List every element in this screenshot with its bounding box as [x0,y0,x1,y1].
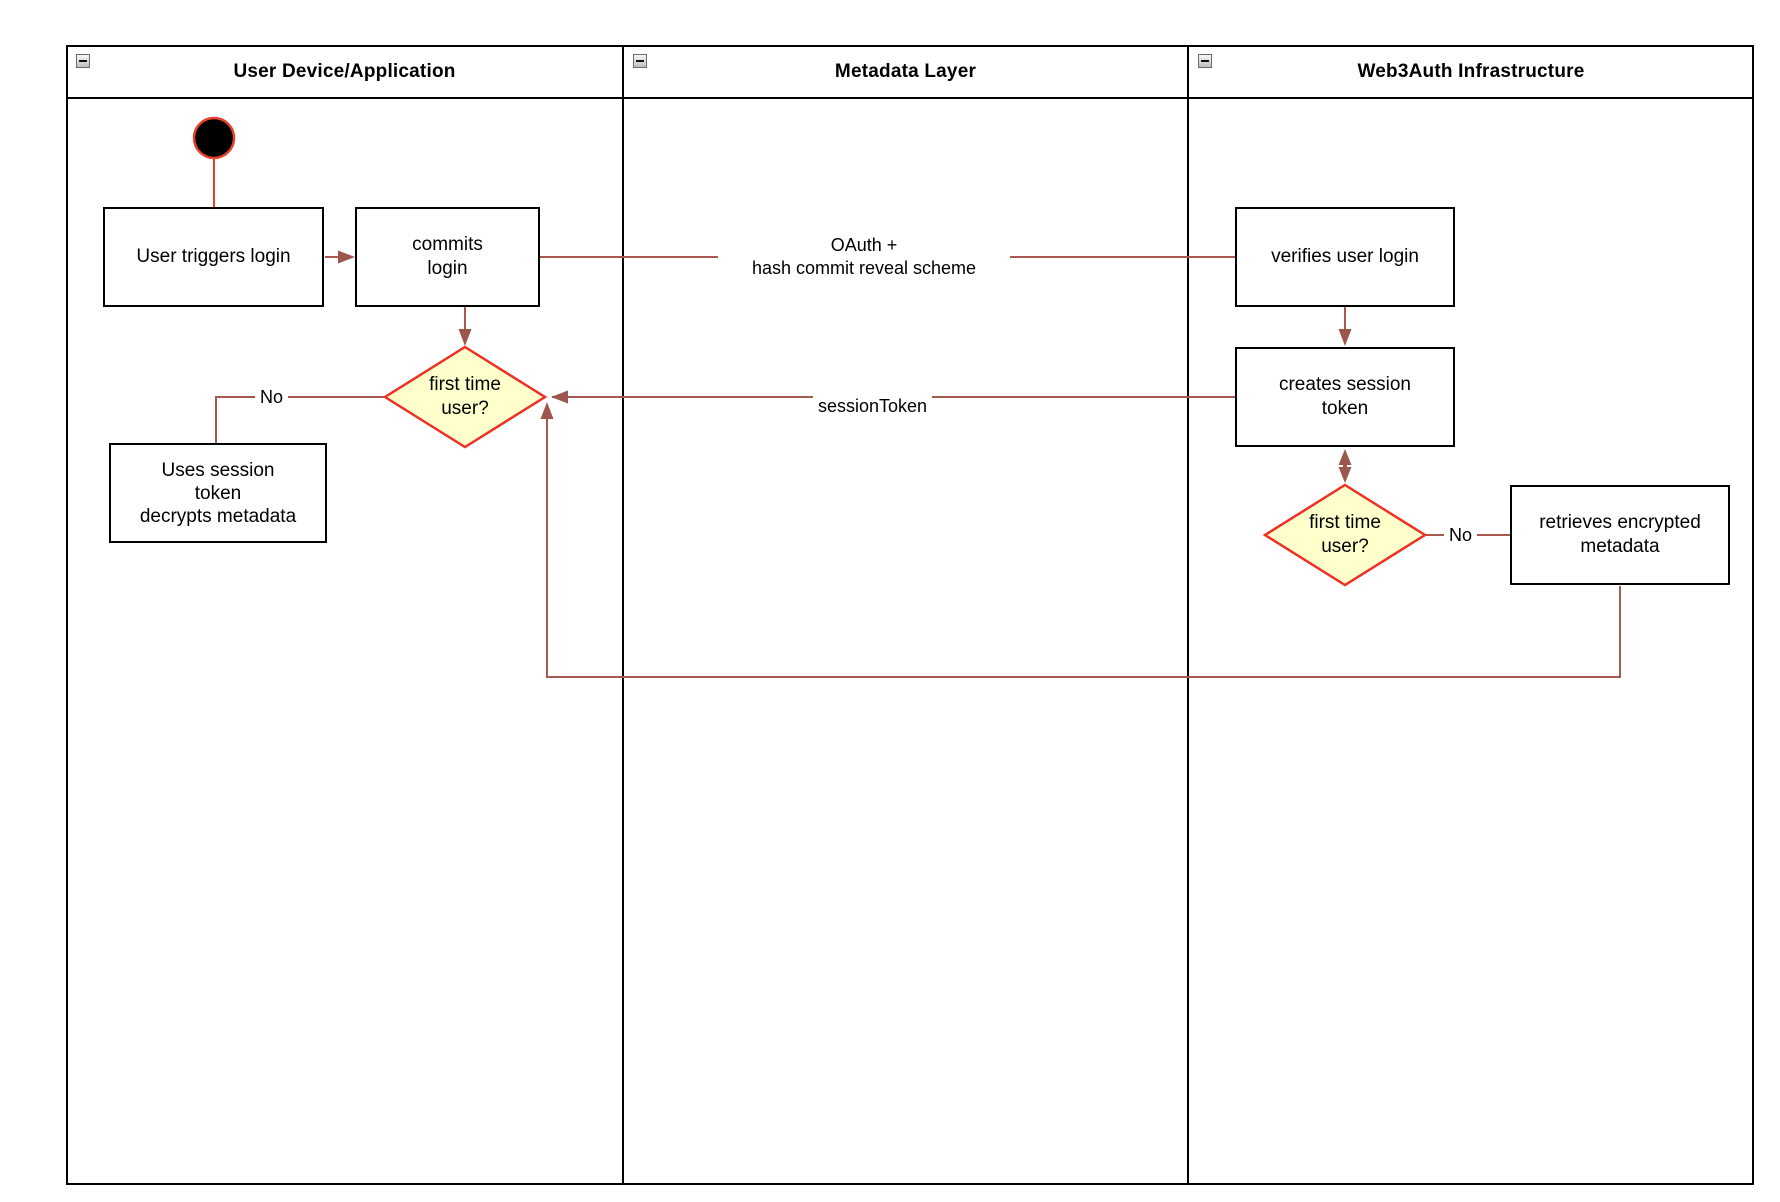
node-uses-session-token[interactable]: Uses session token decrypts metadata [109,443,327,543]
lane-title-web3auth: Web3Auth Infrastructure [1357,61,1585,82]
lane-title-metadata-layer: Metadata Layer [834,61,977,82]
node-user-triggers-login[interactable]: User triggers login [103,207,324,307]
lane-header-separator [66,97,1754,99]
edge-label-no-1: No [255,384,289,410]
collapse-minus-icon[interactable] [1198,54,1212,68]
collapse-minus-icon[interactable] [76,54,90,68]
decision-label-first-time-user-1: first time user? [429,374,501,419]
lane-boundary-2 [1187,45,1189,1185]
minus-glyph [1201,60,1209,62]
node-retrieves-encrypted-metadata[interactable]: retrieves encrypted metadata [1510,485,1730,585]
arrowhead-up-icon [540,402,554,419]
start-node[interactable] [192,116,236,160]
decision-label-first-time-user-2: first time user? [1309,512,1381,557]
arrowhead-up-icon [1338,449,1352,465]
arrowhead-left-icon [551,390,568,404]
edge-label-oauth: OAuth + hash commit reveal scheme [718,234,1010,280]
swimlane-frame [66,45,1754,1185]
edge-loop-return [546,405,1621,678]
edge-label-no-2: No [1444,522,1478,548]
node-commits-login[interactable]: commits login [355,207,540,307]
arrowhead-down-icon [1338,329,1352,346]
node-verifies-user-login[interactable]: verifies user login [1235,207,1455,307]
arrowhead-right-icon [338,250,355,264]
decision-first-time-user-1[interactable] [382,345,548,449]
lane-boundary-1 [622,45,624,1185]
minus-glyph [79,60,87,62]
arrowhead-down-icon [1338,467,1352,483]
collapse-minus-icon[interactable] [633,54,647,68]
minus-glyph [636,60,644,62]
edge-no-1 [215,396,385,443]
node-creates-session-token[interactable]: creates session token [1235,347,1455,447]
lane-title-user-device: User Device/Application [233,61,456,82]
decision-first-time-user-2[interactable] [1262,483,1428,587]
arrowhead-down-icon [458,329,472,346]
edge-label-sessiontoken: sessionToken [813,392,933,420]
